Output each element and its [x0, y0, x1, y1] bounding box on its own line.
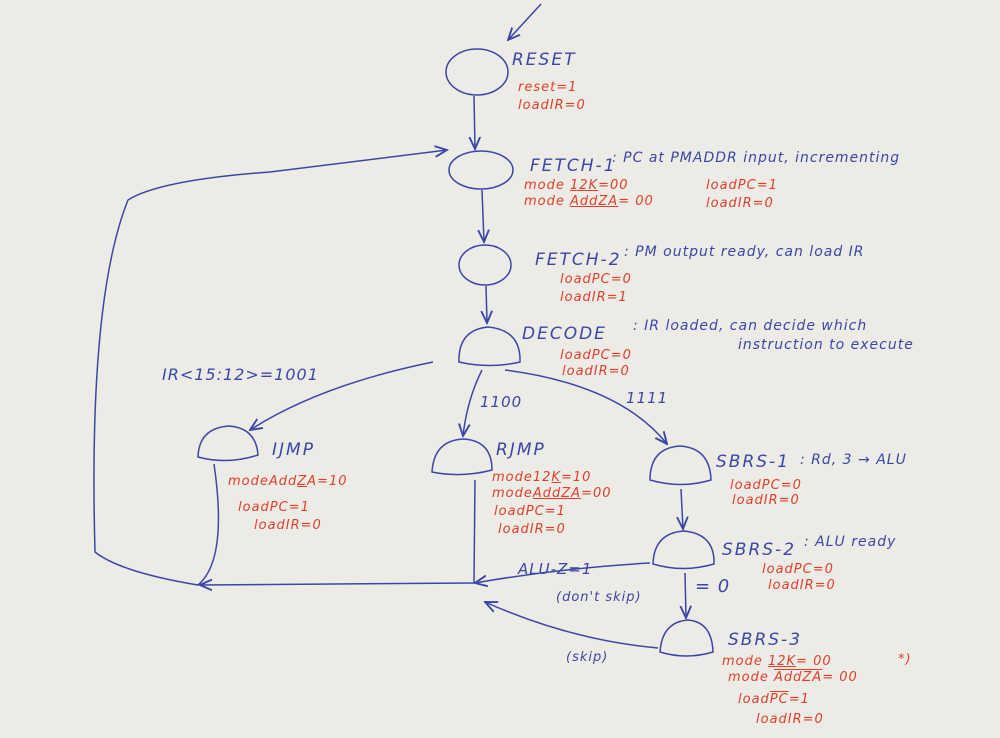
state-sbrs1-bubble	[649, 445, 712, 486]
state-sbrs2-signal: loadPC=0	[762, 562, 834, 577]
arrow-sbrs2-dont-skip	[475, 562, 651, 583]
state-decode-signal: loadPC=0	[560, 348, 632, 363]
state-ijmp-signal: loadPC=1	[238, 500, 310, 515]
state-rjmp-name: RJMP	[496, 440, 546, 460]
state-sbrs1-name: SBRS-1	[716, 452, 791, 472]
state-sbrs3-signal: loadIR=0	[756, 712, 824, 727]
state-sbrs3-star-note: *)	[898, 652, 912, 667]
state-sbrs2-bubble	[652, 530, 715, 570]
state-sbrs3-name: SBRS-3	[728, 630, 803, 650]
condition-dont-skip: (don't skip)	[556, 590, 642, 605]
state-reset-name: RESET	[512, 50, 577, 70]
state-reset-signal: reset=1	[518, 80, 578, 95]
state-fetch2-bubble	[458, 244, 512, 286]
state-sbrs2-note: : ALU ready	[804, 534, 897, 550]
state-decode-note: : IR loaded, can decide which	[633, 318, 868, 334]
state-decode-note: instruction to execute	[738, 337, 914, 353]
state-fetch1-name: FETCH-1	[530, 156, 617, 176]
state-reset-signal: loadIR=0	[518, 98, 586, 113]
state-sbrs3-signal: mode AddZA= 00	[728, 670, 858, 685]
state-fetch2-note: : PM output ready, can load IR	[624, 244, 865, 260]
condition-ir-1001: IR<15:12>=1001	[162, 365, 319, 384]
state-rjmp-signal: mode12K=10	[492, 470, 592, 485]
state-fetch2-signal: loadPC=0	[560, 272, 632, 287]
state-sbrs2-signal: loadIR=0	[768, 578, 836, 593]
state-decode-name: DECODE	[522, 324, 607, 344]
state-fetch1-bubble	[448, 150, 514, 190]
arrow-fetch1-fetch2	[482, 189, 484, 242]
arrow-sbrs3-skip	[485, 602, 659, 649]
state-decode-bubble	[458, 326, 521, 367]
condition-1100: 1100	[480, 393, 523, 411]
state-reset-bubble	[445, 48, 509, 96]
state-rjmp-signal: loadIR=0	[498, 522, 566, 537]
state-rjmp-signal: loadPC=1	[494, 504, 566, 519]
state-sbrs3-bubble	[659, 619, 714, 657]
state-fetch1-signal: mode AddZA= 00	[524, 194, 654, 209]
arrow-ijmp-to-fetch1	[93, 150, 447, 586]
arrow-rjmp-bottom-return	[200, 583, 475, 585]
state-fetch1-signal: loadPC=1	[706, 178, 778, 193]
state-ijmp-bubble	[197, 425, 259, 462]
state-fetch2-name: FETCH-2	[535, 250, 622, 270]
state-sbrs3-signal: loadPC=1	[738, 692, 810, 707]
state-sbrs1-signal: loadPC=0	[730, 478, 802, 493]
arrow-decode-rjmp	[463, 369, 483, 436]
condition-alu-z1: ALU-Z=1	[518, 560, 593, 578]
arrow-fetch2-decode	[486, 285, 487, 323]
state-rjmp-signal: modeAddZA=00	[492, 486, 612, 501]
condition-z0: = 0	[695, 576, 731, 597]
state-sbrs2-name: SBRS-2	[722, 540, 797, 560]
entry-arrow	[508, 3, 542, 40]
state-fetch2-signal: loadIR=1	[560, 290, 628, 305]
arrow-decode-sbrs1	[504, 369, 667, 444]
state-decode-signal: loadIR=0	[562, 364, 630, 379]
state-rjmp-bubble	[431, 438, 493, 476]
state-fetch1-signal: loadIR=0	[706, 196, 774, 211]
state-fetch1-note: : PC at PMADDR input, incrementing	[612, 150, 901, 166]
condition-1111: 1111	[626, 389, 669, 407]
state-fetch1-signal: mode 12K=00	[524, 178, 629, 193]
state-ijmp-name: IJMP	[272, 440, 315, 460]
arrow-reset-fetch1	[474, 95, 475, 149]
state-sbrs3-signal: mode 12K= 00	[722, 654, 832, 669]
state-ijmp-signal: modeAddZA=10	[228, 474, 348, 489]
arrow-decode-ijmp	[250, 361, 434, 430]
arrow-sbrs2-sbrs3	[685, 572, 686, 618]
arrow-sbrs1-sbrs2	[681, 488, 683, 529]
state-sbrs1-note: : Rd, 3 → ALU	[800, 452, 907, 468]
state-sbrs1-signal: loadIR=0	[732, 493, 800, 508]
state-ijmp-signal: loadIR=0	[254, 518, 322, 533]
condition-skip: (skip)	[566, 650, 609, 665]
line-rjmp-return	[473, 479, 476, 584]
